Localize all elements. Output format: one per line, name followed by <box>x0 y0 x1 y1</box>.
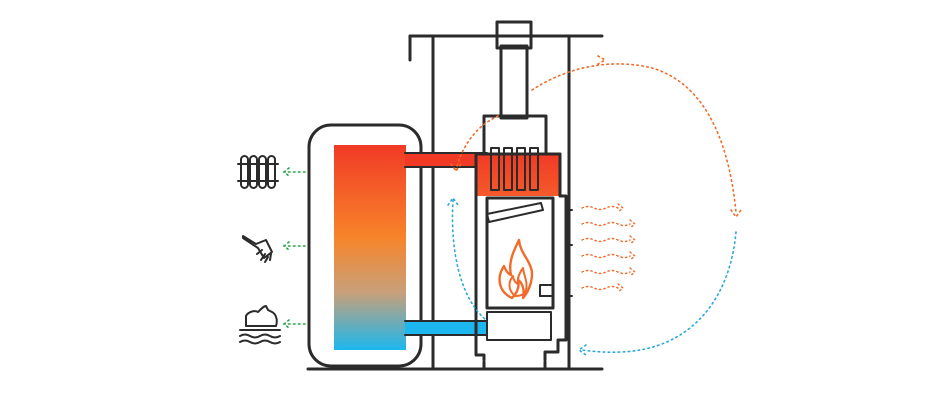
room-walls <box>408 34 604 371</box>
cool-air-return <box>579 231 737 354</box>
water-loop-hot <box>455 115 499 171</box>
underfloor-heating-icon <box>239 305 281 345</box>
flue-pipe <box>495 20 533 120</box>
cold-pipe <box>404 320 488 336</box>
hot-pipe <box>404 152 488 168</box>
flame-icon <box>498 238 534 300</box>
cool-air-arrow-head <box>577 344 587 356</box>
warm-air-circulation <box>531 63 737 213</box>
tank-water <box>334 145 406 350</box>
warm-air-arrow-down <box>730 209 742 219</box>
warm-air-arrow-head <box>597 55 607 65</box>
exchanger-fins <box>490 147 539 191</box>
water-loop-cold <box>451 199 487 321</box>
shower-head-icon <box>242 235 273 263</box>
radiator-icon <box>237 155 279 189</box>
supply-arrows <box>282 167 306 329</box>
radiant-heat-waves <box>581 203 637 293</box>
stove <box>474 114 573 371</box>
water-tank <box>307 123 423 368</box>
